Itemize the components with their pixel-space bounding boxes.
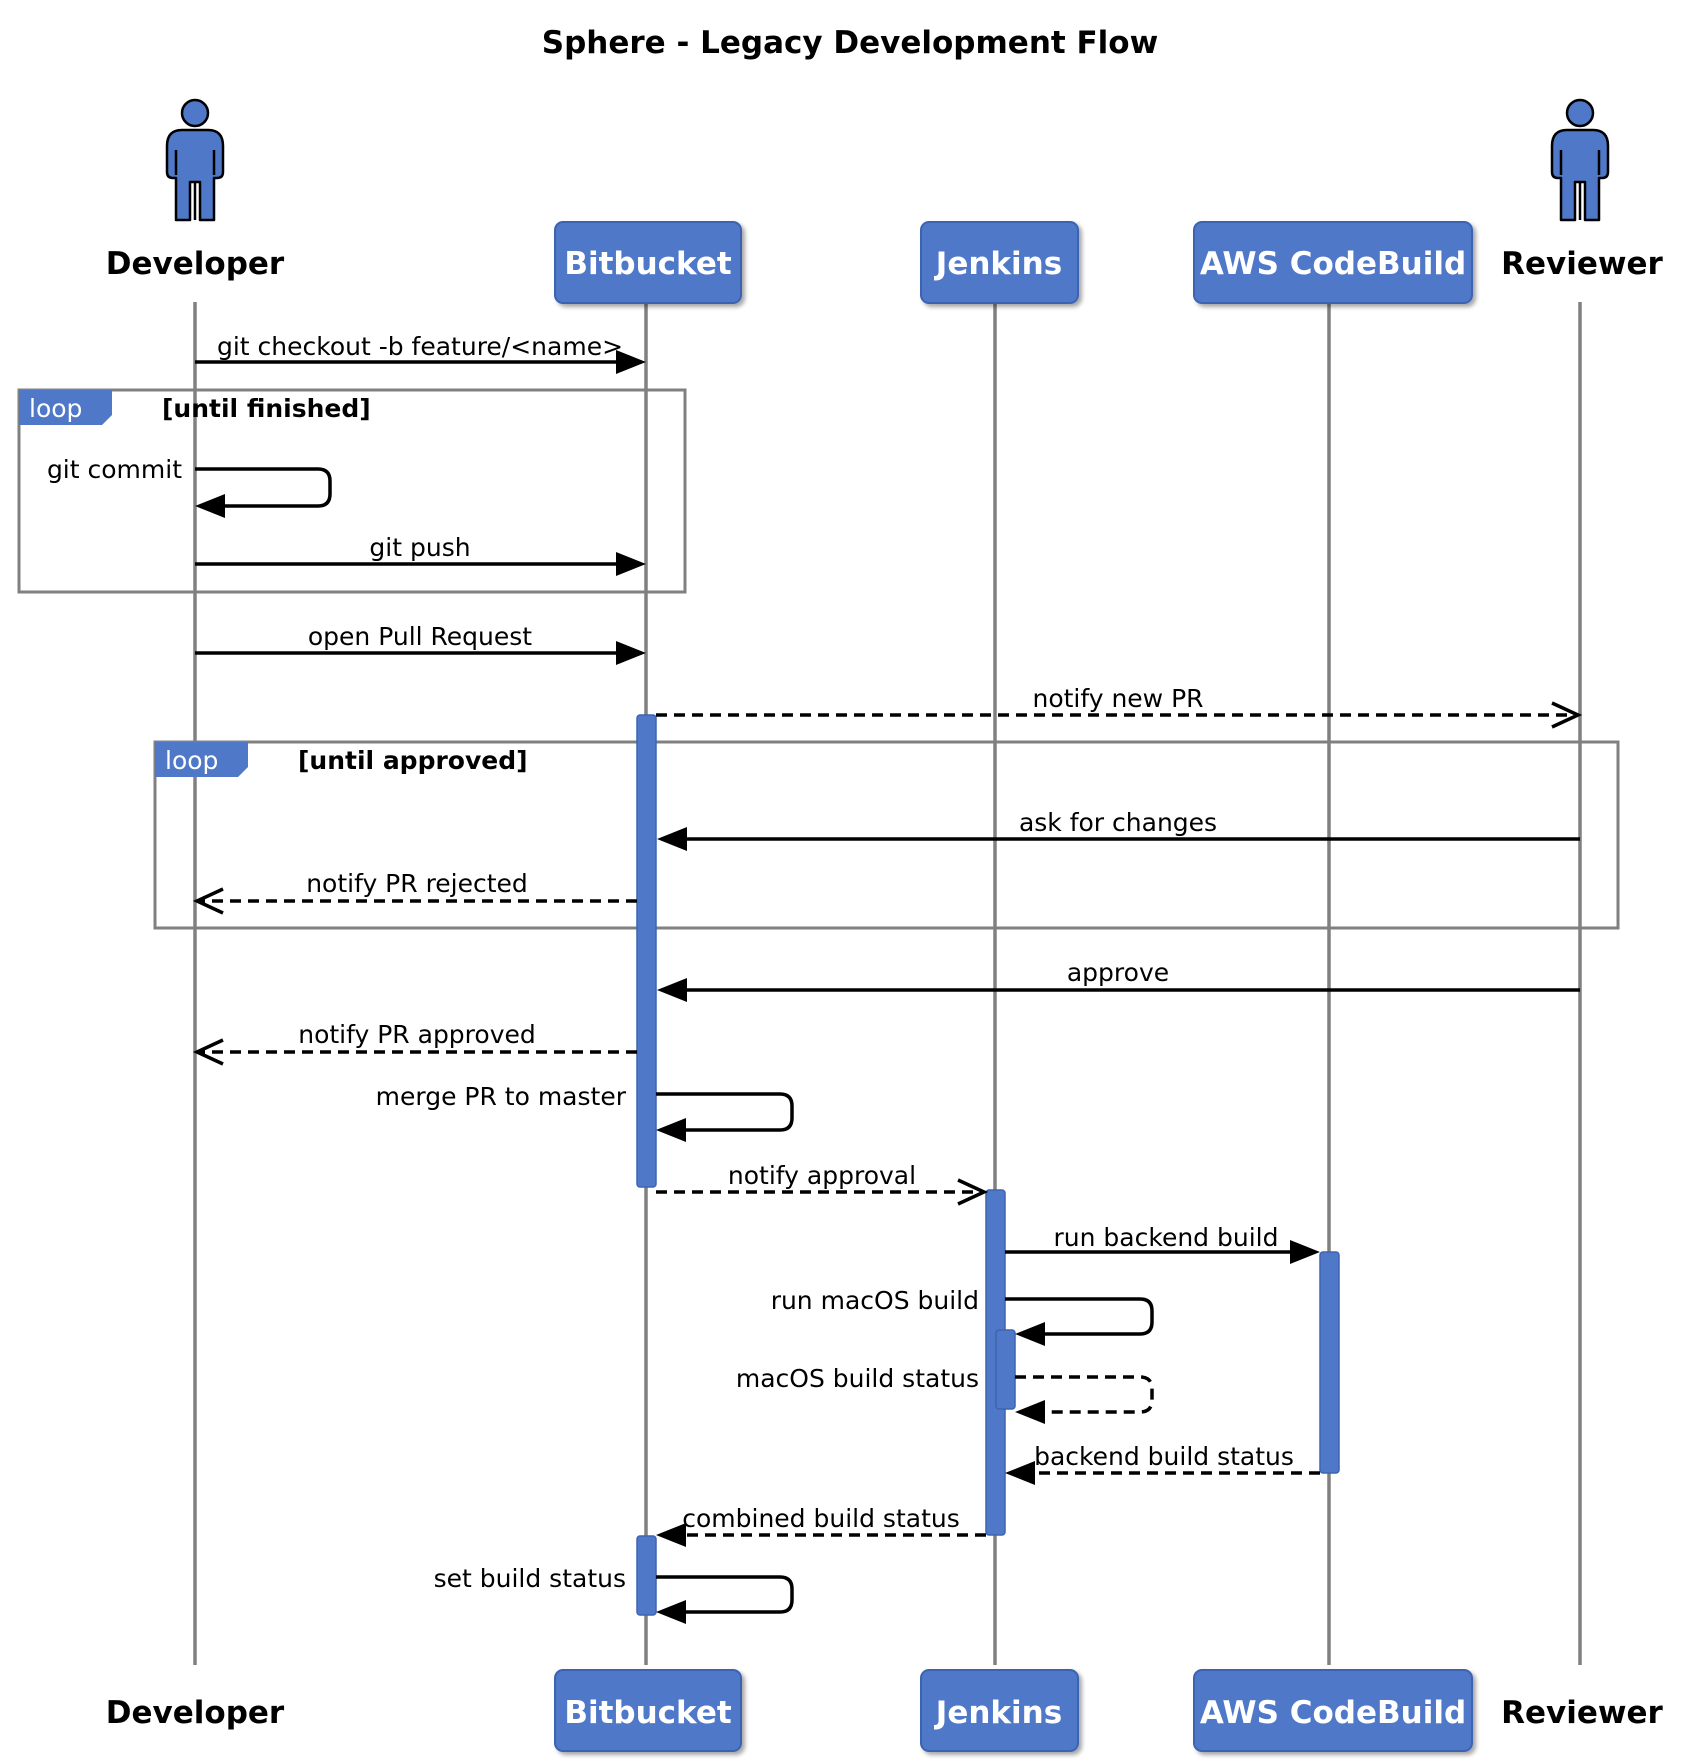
loop-tag-shape xyxy=(19,390,112,425)
open-arrow-head-icon xyxy=(192,887,224,915)
arrow-head-icon xyxy=(656,1523,686,1547)
arrow-head-icon xyxy=(1015,1322,1045,1346)
activation-codebuild xyxy=(1319,1251,1340,1474)
message-label: macOS build status xyxy=(736,1364,979,1393)
arrow-head-icon xyxy=(1005,1461,1035,1485)
message-line xyxy=(656,1092,794,1132)
message-line xyxy=(1005,1297,1154,1336)
participant-label: AWS CodeBuild xyxy=(1200,246,1466,282)
message-line xyxy=(1015,1375,1154,1414)
activation-jenkins-macos xyxy=(995,1329,1016,1410)
activation-bitbucket-review xyxy=(636,714,657,1188)
arrow-head-icon xyxy=(616,350,646,374)
message-run-macos-build: run macOS build xyxy=(771,1286,1154,1346)
message-label: merge PR to master xyxy=(376,1082,627,1111)
message-merge-pr: merge PR to master xyxy=(376,1082,794,1142)
message-notify-approval: notify approval xyxy=(656,1161,989,1206)
lifelines xyxy=(193,302,1582,1665)
message-open-pull-request: open Pull Request xyxy=(195,622,646,665)
message-label: approve xyxy=(1067,958,1169,987)
message-label: ask for changes xyxy=(1019,808,1217,837)
participant-jenkins-bottom xyxy=(920,1669,1079,1752)
messages: git checkout -b feature/<name> git commi… xyxy=(47,332,1583,1624)
arrow-head-icon xyxy=(656,1118,686,1142)
participant-codebuild-top xyxy=(1193,221,1473,304)
open-arrow-head-icon xyxy=(957,1178,989,1206)
participant-bitbucket-bottom xyxy=(554,1669,742,1752)
arrow-head-icon xyxy=(616,552,646,576)
arrow-head-icon xyxy=(657,827,687,851)
participant-codebuild-bottom xyxy=(1193,1669,1473,1752)
participant-bitbucket-top xyxy=(554,221,742,304)
message-label: notify PR rejected xyxy=(306,869,528,898)
message-label: run macOS build xyxy=(771,1286,979,1315)
activation-bitbucket-status xyxy=(636,1535,657,1616)
message-label: notify approval xyxy=(728,1161,916,1190)
person-icon xyxy=(1550,98,1610,222)
message-label: set build status xyxy=(434,1564,626,1593)
actor-reviewer-top: Reviewer xyxy=(1501,246,1663,282)
actor-developer-bottom: Developer xyxy=(106,1695,285,1731)
arrow-head-icon xyxy=(616,641,646,665)
loop-tag-label: loop xyxy=(29,394,82,423)
message-label: open Pull Request xyxy=(308,622,532,651)
loop-frame-border xyxy=(153,740,1620,930)
message-set-build-status: set build status xyxy=(434,1564,794,1624)
actor-reviewer-bottom: Reviewer xyxy=(1501,1695,1663,1731)
diagram-title: Sphere - Legacy Development Flow xyxy=(542,25,1159,61)
message-notify-pr-rejected: notify PR rejected xyxy=(192,869,637,915)
message-git-checkout: git checkout -b feature/<name> xyxy=(195,332,646,374)
participant-label: AWS CodeBuild xyxy=(1200,1695,1466,1731)
participant-label: Jenkins xyxy=(934,246,1062,282)
participant-label: Bitbucket xyxy=(564,1695,732,1731)
participants-top: Developer Bitbucket Jenkins AWS CodeBuil… xyxy=(106,221,1664,304)
arrow-head-icon xyxy=(657,978,687,1002)
arrow-head-icon xyxy=(1015,1400,1045,1424)
loop-condition: [until finished] xyxy=(162,394,371,423)
message-label: combined build status xyxy=(682,1504,960,1533)
message-line xyxy=(656,1575,794,1614)
message-macos-build-status: macOS build status xyxy=(736,1364,1154,1424)
message-approve: approve xyxy=(657,958,1580,1002)
message-run-backend-build: run backend build xyxy=(1005,1223,1320,1264)
arrow-head-icon xyxy=(1290,1240,1320,1264)
message-label: git checkout -b feature/<name> xyxy=(217,332,623,361)
open-arrow-head-icon xyxy=(192,1038,224,1066)
message-label: notify PR approved xyxy=(298,1020,536,1049)
message-notify-new-pr: notify new PR xyxy=(656,684,1583,729)
message-notify-pr-approved: notify PR approved xyxy=(192,1020,637,1066)
participants-bottom: Developer Bitbucket Jenkins AWS CodeBuil… xyxy=(106,1669,1664,1752)
message-label: git commit xyxy=(47,455,182,484)
loop-frame-until-finished: loop [until finished] xyxy=(17,388,687,594)
message-git-commit: git commit xyxy=(47,455,332,518)
open-arrow-head-icon xyxy=(1551,701,1583,729)
message-git-push: git push xyxy=(195,533,646,576)
loop-tag-shape xyxy=(155,742,248,777)
participant-label: Jenkins xyxy=(934,1695,1062,1731)
loop-frame-until-approved: loop [until approved] xyxy=(153,740,1620,930)
loop-condition: [until approved] xyxy=(298,746,528,775)
message-label: git push xyxy=(369,533,470,562)
arrow-head-icon xyxy=(195,494,225,518)
person-icon xyxy=(165,98,225,222)
loop-tag-label: loop xyxy=(165,746,218,775)
message-line xyxy=(195,467,332,508)
message-combined-build-status: combined build status xyxy=(656,1504,986,1547)
participant-jenkins-top xyxy=(920,221,1079,304)
message-backend-build-status: backend build status xyxy=(1005,1442,1320,1485)
message-label: notify new PR xyxy=(1032,684,1203,713)
message-label: run backend build xyxy=(1054,1223,1279,1252)
arrow-head-icon xyxy=(656,1600,686,1624)
loop-frame-border xyxy=(17,388,687,594)
participant-label: Bitbucket xyxy=(564,246,732,282)
message-label: backend build status xyxy=(1034,1442,1294,1471)
actor-developer-top: Developer xyxy=(106,246,285,282)
message-ask-for-changes: ask for changes xyxy=(657,808,1580,851)
activation-bars xyxy=(636,714,1340,1616)
